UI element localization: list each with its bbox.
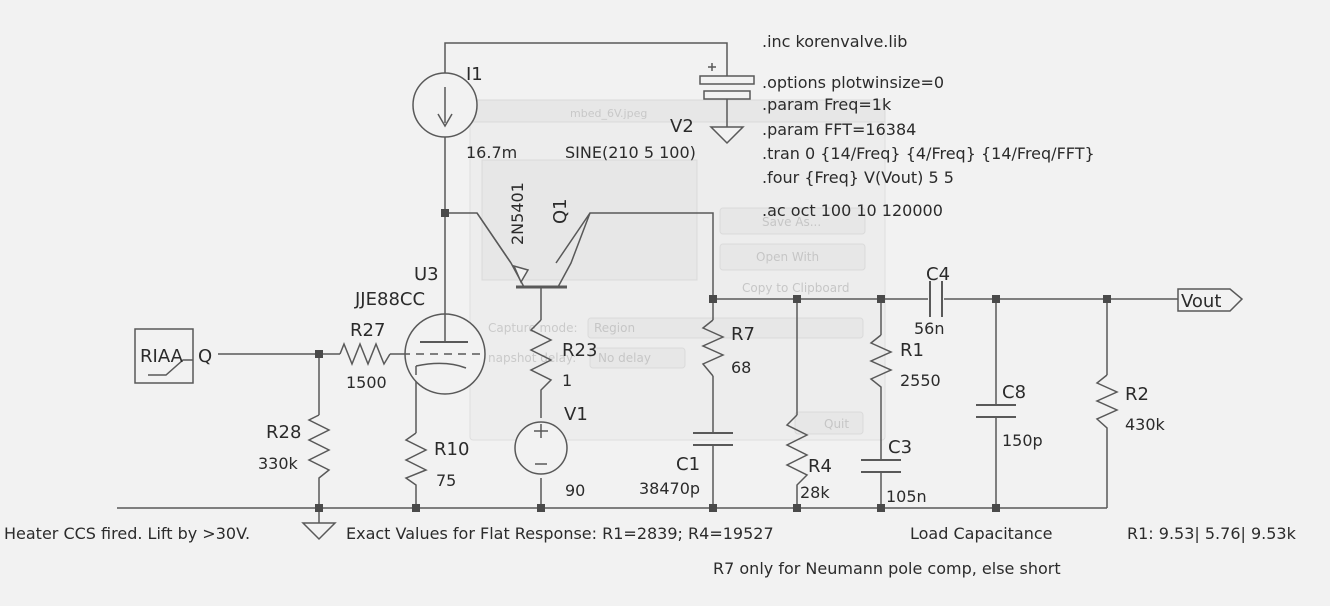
r1-name: R1 [900,340,924,361]
r27-name: R27 [350,320,385,341]
c1-value: 38470p [639,479,700,498]
battery-v2-icon[interactable] [699,53,755,110]
note-exact-values: Exact Values for Flat Response: R1=2839;… [346,524,774,543]
resistor-r4-icon[interactable] [785,414,809,490]
triode-u3-icon[interactable] [402,310,486,395]
directive-four[interactable]: .four {Freq} V(Vout) 5 5 [762,168,954,187]
r23-name: R23 [562,340,597,361]
r7-name: R7 [731,324,755,345]
bg-capture-value: Region [594,321,635,335]
resistor-r23-icon[interactable] [529,319,553,395]
junctions [315,209,1111,512]
r4-value: 28k [800,483,830,502]
v1-name: V1 [564,404,588,425]
r4-name: R4 [808,456,832,477]
resistor-r28-icon[interactable] [307,414,331,483]
r1-value: 2550 [900,371,941,390]
r10-value: 75 [436,471,456,490]
vout-port-icon[interactable] [1177,288,1244,312]
capacitor-c8-icon[interactable] [976,404,1016,418]
wires [117,42,1178,523]
riaa-pin: Q [198,346,212,367]
bg-snapshot-label: napshot delay: [488,351,576,365]
q1-name: Q1 [550,198,571,224]
transistor-q1-icon[interactable] [476,212,591,289]
directive-tran[interactable]: .tran 0 {14/Freq} {4/Freq} {14/Freq/FFT} [762,144,1095,163]
current-source-i1-icon[interactable] [412,72,478,138]
c1-name: C1 [676,454,700,475]
resistor-r7-icon[interactable] [701,319,725,377]
i1-name: I1 [466,64,483,85]
c4-name: C4 [926,264,950,285]
riaa-name: RIAA [140,346,184,367]
v2-name: V2 [670,116,694,137]
v1-value: 90 [565,481,585,500]
r10-name: R10 [434,439,469,460]
resistor-r27-icon[interactable] [339,341,391,367]
c3-name: C3 [888,437,912,458]
background-window: mbed_6V.jpeg Save As... Open With Copy t… [469,99,886,441]
note-r7: R7 only for Neumann pole comp, else shor… [713,559,1061,578]
capacitor-c3-icon[interactable] [861,459,901,473]
r23-value: 1 [562,371,572,390]
ground-main-icon [301,522,337,541]
spice-directives: .inc korenvalve.lib .options plotwinsize… [762,32,1095,220]
comment-notes: Heater CCS fired. Lift by >30V. Exact Va… [4,524,1297,578]
component-labels: I1 16.7m V2 SINE(210 5 100) 2N5401 Q1 U3… [140,64,1221,506]
ground-v2-icon [709,126,745,145]
note-r1-ratio: R1: 9.53| 5.76| 9.53k [1127,524,1297,543]
q1-value: 2N5401 [508,182,527,245]
c8-value: 150p [1002,431,1043,450]
directive-param-fft[interactable]: .param FFT=16384 [762,120,916,139]
u3-name: U3 [414,264,439,285]
resistor-r2-icon[interactable] [1095,374,1119,433]
bg-snapshot-value: No delay [598,351,651,365]
resistor-r10-icon[interactable] [404,432,428,490]
capacitor-c1-icon[interactable] [693,432,733,446]
r2-name: R2 [1125,384,1149,405]
voltage-source-v1-icon[interactable] [514,421,568,475]
bg-quit: Quit [824,417,849,431]
bg-open-with: Open With [756,250,819,264]
v2-value: SINE(210 5 100) [565,143,696,162]
r27-value: 1500 [346,373,387,392]
bg-copy: Copy to Clipboard [742,281,849,295]
capacitor-c4-icon[interactable] [929,281,943,317]
vout-label: Vout [1181,291,1221,312]
c4-value: 56n [914,319,945,338]
bg-window-title: mbed_6V.jpeg [570,107,647,120]
directive-inc[interactable]: .inc korenvalve.lib [762,32,907,51]
note-load-capacitance: Load Capacitance [910,524,1053,543]
r28-value: 330k [258,454,299,473]
r7-value: 68 [731,358,751,377]
i1-value: 16.7m [466,143,517,162]
directive-ac[interactable]: .ac oct 100 10 120000 [762,201,943,220]
u3-value: JJE88CC [354,289,425,310]
directive-options[interactable]: .options plotwinsize=0 [762,73,944,92]
riaa-block-icon[interactable] [134,328,194,384]
note-heater: Heater CCS fired. Lift by >30V. [4,524,250,543]
bg-save-as: Save As... [762,215,821,229]
c3-value: 105n [886,487,927,506]
r28-name: R28 [266,422,301,443]
r2-value: 430k [1125,415,1166,434]
directive-param-freq[interactable]: .param Freq=1k [762,95,892,114]
c8-name: C8 [1002,382,1026,403]
resistor-r1-icon[interactable] [869,334,893,392]
